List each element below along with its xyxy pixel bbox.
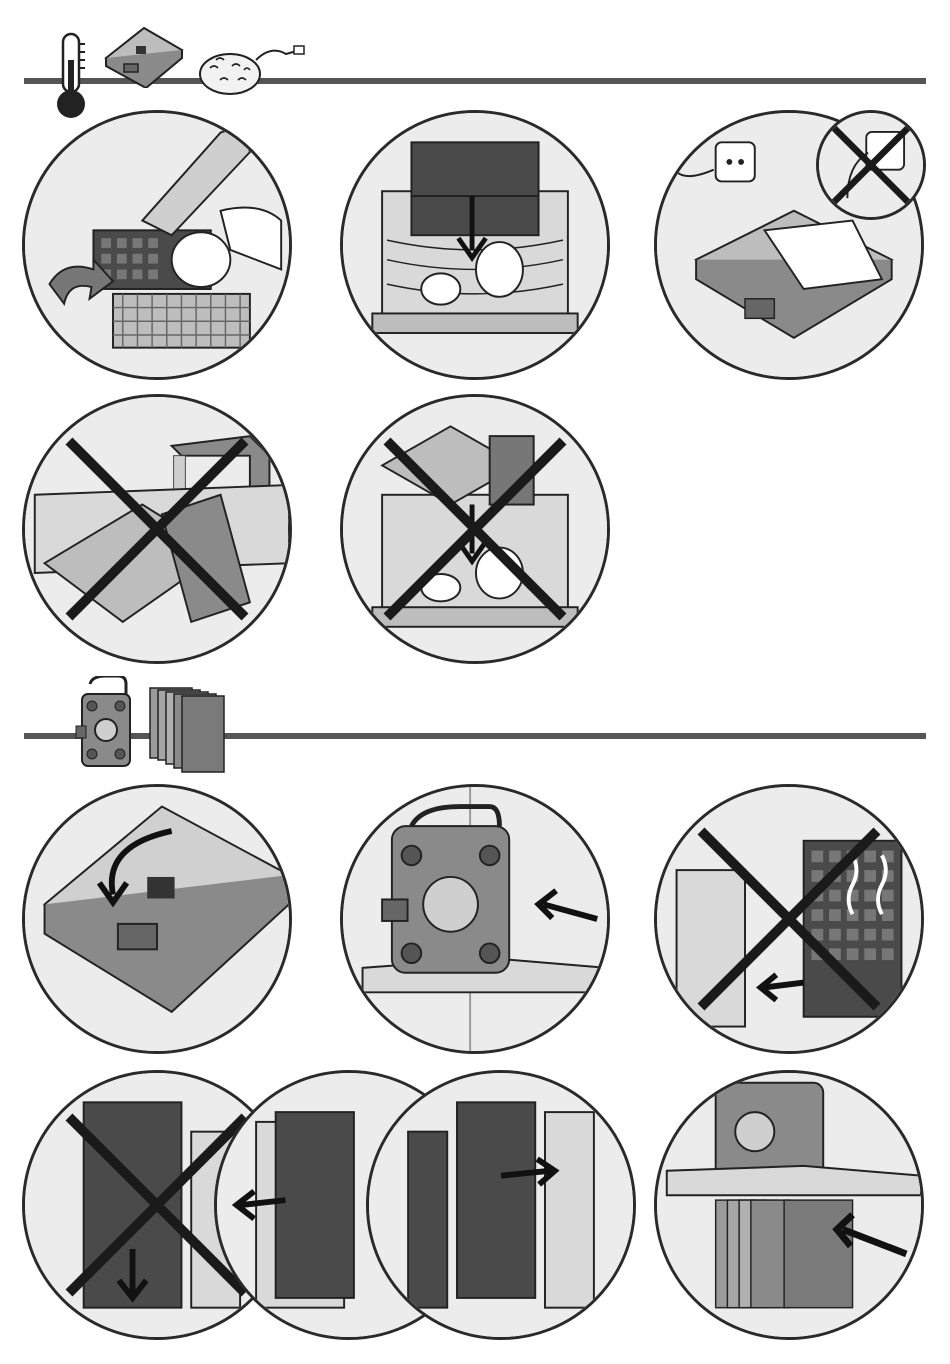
panel-store-upright <box>340 784 610 1054</box>
sponge-icon <box>196 40 306 100</box>
panel-no-water-immersion <box>22 394 292 664</box>
panel-dishwasher-plates <box>340 110 610 380</box>
panel-no-plugged-wipe-inset <box>816 110 926 220</box>
appliance-upright-icon <box>72 676 138 776</box>
panel-store-plates-on-shelf <box>654 1070 924 1340</box>
waffle-maker-icon <box>96 24 186 88</box>
panel-no-dishwasher-body <box>340 394 610 664</box>
plate-stack-icon <box>146 680 228 776</box>
panel-close-lid <box>22 784 292 1054</box>
panel-no-hot-plate-storage <box>654 784 924 1054</box>
panel-plate-slide-right <box>366 1070 636 1340</box>
thermometer-icon <box>50 30 92 122</box>
panel-rinse-plates <box>22 110 292 380</box>
